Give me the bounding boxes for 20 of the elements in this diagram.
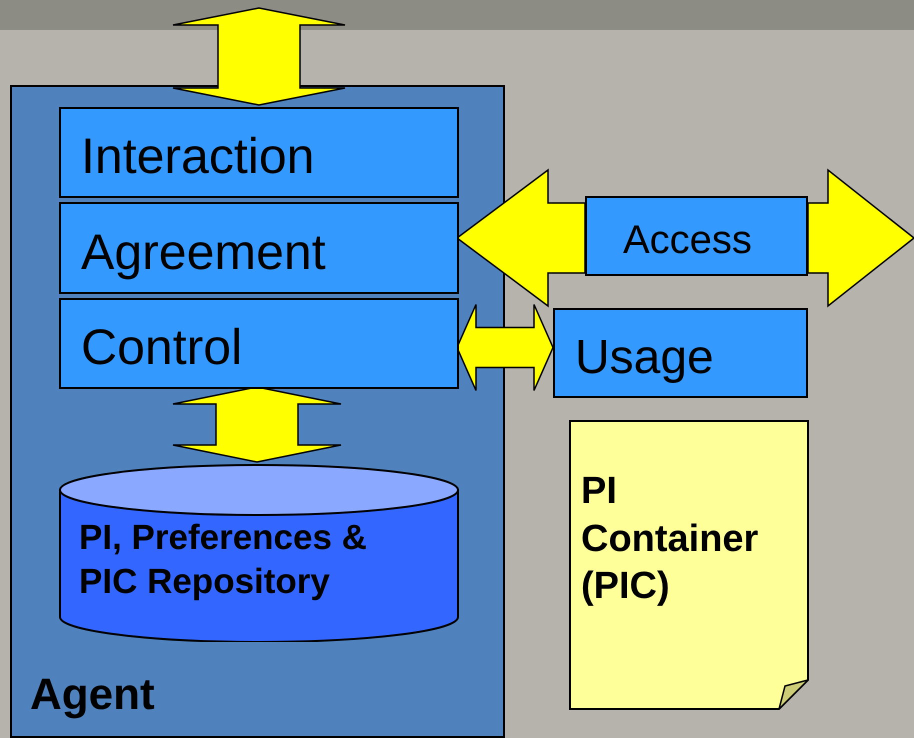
box-label: Usage — [575, 330, 714, 386]
box-label: PI Container (PIC) — [581, 469, 760, 609]
process-box — [553, 308, 808, 398]
process-box — [59, 298, 459, 389]
block-arrow — [456, 304, 554, 392]
agent-panel — [10, 85, 505, 738]
box-label: Interaction — [81, 127, 314, 186]
box-label: Agreement — [81, 223, 326, 282]
box-label: Control — [81, 318, 242, 377]
process-box — [585, 196, 808, 276]
block-arrow — [807, 168, 914, 308]
process-box — [59, 107, 459, 198]
document-note — [569, 420, 809, 710]
box-label: PI, Preferences & PIC Repository — [79, 517, 368, 603]
box-label: Access — [623, 217, 752, 264]
database-cylinder — [59, 464, 459, 642]
block-arrow — [172, 7, 346, 106]
panel-title: Agent — [30, 669, 155, 721]
block-arrow — [172, 386, 342, 463]
process-box — [59, 202, 459, 294]
